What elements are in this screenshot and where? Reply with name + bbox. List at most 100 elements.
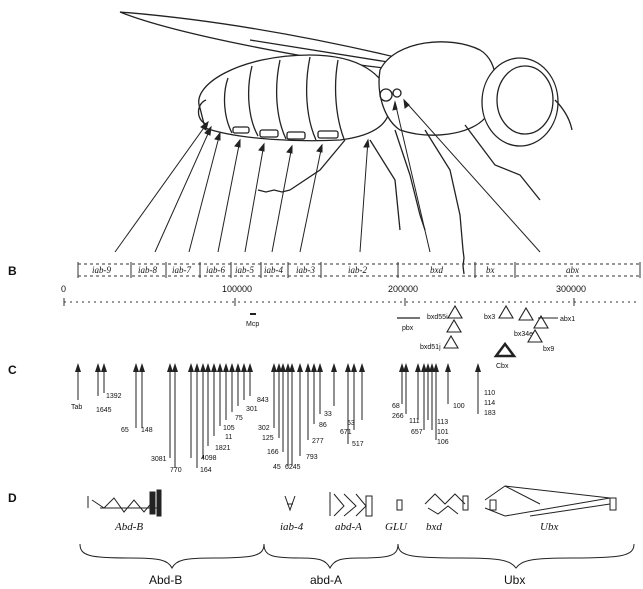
transcript-abd-b: Abd-B (114, 521, 143, 533)
insertion-triangles (444, 306, 558, 356)
breakpoint-arrowhead (217, 363, 223, 372)
region-iab-4: iab-4 (264, 265, 283, 275)
mutation-abx1: abx1 (560, 316, 575, 323)
bp-166: 166 (267, 449, 279, 456)
scale-200000: 200000 (388, 284, 418, 294)
breakpoint-arrowhead (200, 363, 206, 372)
breakpoint-arrowhead (415, 363, 421, 372)
fly-abdomen (199, 55, 390, 141)
region-iab-5: iab-5 (235, 265, 254, 275)
bp-770: 770 (170, 467, 182, 474)
coordinate-axis (64, 298, 640, 306)
breakpoint-arrowhead (95, 363, 101, 372)
breakpoint-arrowhead (311, 363, 317, 372)
bp-68: 68 (392, 403, 400, 410)
bp-100: 100 (453, 403, 465, 410)
panel-label-b: B (8, 264, 17, 278)
breakpoint-arrowhead (247, 363, 253, 372)
bp-105: 105 (223, 425, 235, 432)
mutation-bxd55i: bxd55i (427, 314, 448, 321)
breakpoint-arrowhead (359, 363, 365, 372)
mutation-bx3: bx3 (484, 314, 495, 321)
breakpoint-arrowhead (133, 363, 139, 372)
bp-11: 11 (225, 434, 232, 441)
bp-3081: 3081 (151, 456, 167, 463)
bp-53: 53 (347, 420, 355, 427)
breakpoint-arrowhead (235, 363, 241, 372)
breakpoint-arrowhead (475, 363, 481, 372)
breakpoint-arrowhead (229, 363, 235, 372)
bp-302: 302 (258, 425, 270, 432)
bp-106: 106 (437, 439, 449, 446)
breakpoint-arrowhead (172, 363, 178, 372)
breakpoint-arrowhead (271, 363, 277, 372)
mutation-mcp: Mcp (246, 321, 259, 328)
bp-517: 517 (352, 441, 364, 448)
breakpoint-arrowhead (139, 363, 145, 372)
bp-45: 45 (273, 464, 281, 471)
breakpoint-arrowhead (280, 363, 286, 372)
breakpoint-arrowhead (317, 363, 323, 372)
region-bxd: bxd (430, 265, 443, 275)
bp-301: 301 (246, 406, 258, 413)
bp-183: 183 (484, 410, 496, 417)
breakpoint-arrowhead (188, 363, 194, 372)
domain-braces (80, 544, 634, 568)
breakpoint-arrowhead (331, 363, 337, 372)
breakpoint-arrowhead (297, 363, 303, 372)
transcript-abd-a: abd-A (335, 521, 362, 533)
bp-110: 110 (484, 390, 495, 397)
domain-abd-a: abd-A (310, 573, 342, 587)
bp-113: 113 (437, 419, 448, 426)
breakpoint-arrowhead (194, 363, 200, 372)
bp-793: 793 (306, 454, 318, 461)
bp-266: 266 (392, 413, 404, 420)
scale-100000: 100000 (222, 284, 252, 294)
bp-4098: 4098 (201, 455, 217, 462)
bp-843: 843 (257, 397, 269, 404)
fly-head (482, 58, 558, 146)
mutation-bxd51j: bxd51j (420, 344, 441, 351)
breakpoint-arrowhead (305, 363, 311, 372)
breakpoint-arrowhead (101, 363, 107, 372)
bp-1392: 1392 (106, 393, 122, 400)
domain-abd-b: Abd-B (149, 573, 182, 587)
panel-label-c: C (8, 363, 17, 377)
breakpoint-arrowhead (403, 363, 409, 372)
bp-tab: Tab (71, 404, 82, 411)
bp-164: 164 (200, 467, 212, 474)
breakpoint-arrowhead (241, 363, 247, 372)
breakpoint-arrowhead (75, 363, 81, 372)
breakpoint-arrowhead (345, 363, 351, 372)
region-abx: abx (566, 265, 579, 275)
fly-legs (258, 140, 345, 192)
region-iab-9: iab-9 (92, 265, 111, 275)
bp-114: 114 (484, 400, 495, 407)
mutation-bx34e: bx34e (514, 331, 533, 338)
bp-75: 75 (235, 415, 243, 422)
breakpoint-arrowhead (167, 363, 173, 372)
region-bx: bx (486, 265, 495, 275)
domain-ubx: Ubx (504, 573, 525, 587)
bp-125: 125 (262, 435, 274, 442)
bp-111: 111 (409, 418, 420, 425)
mutation-bx9: bx9 (543, 346, 554, 353)
breakpoint-arrowhead (433, 363, 439, 372)
transcript-glu: GLU (385, 521, 408, 533)
breakpoint-arrowhead (445, 363, 451, 372)
bp-6245: 6245 (285, 464, 301, 471)
region-iab-7: iab-7 (172, 265, 191, 275)
bp-1645: 1645 (96, 407, 112, 414)
mutation-cbx: Cbx (496, 363, 509, 370)
region-iab-8: iab-8 (138, 265, 157, 275)
bp-101: 101 (437, 429, 449, 436)
panel-label-d: D (8, 491, 17, 505)
bp-33: 33 (324, 411, 332, 418)
scale-0: 0 (61, 284, 66, 294)
breakpoint-arrowhead (351, 363, 357, 372)
breakpoint-arrowhead (223, 363, 229, 372)
bp-65: 65 (121, 427, 129, 434)
bp-1821: 1821 (215, 445, 231, 452)
mutation-pbx: pbx (402, 325, 414, 332)
